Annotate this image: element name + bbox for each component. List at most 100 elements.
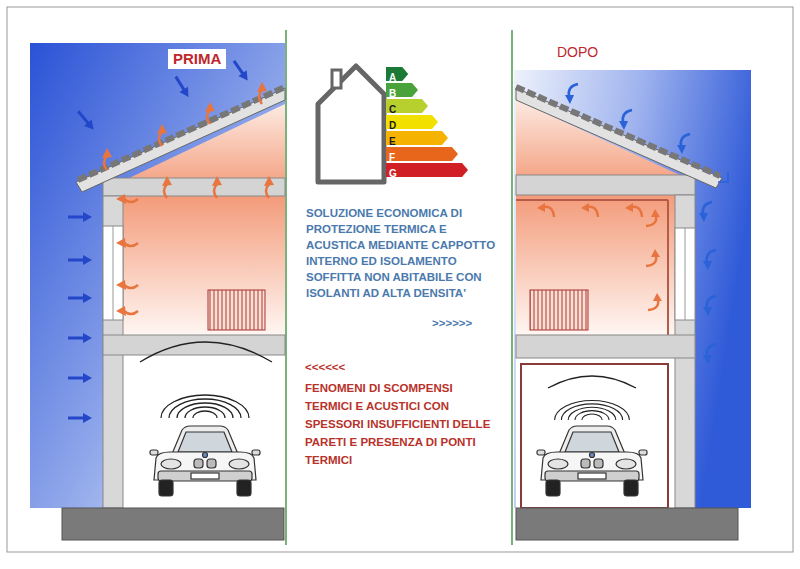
window — [685, 228, 686, 320]
energy-class-bar: D — [386, 115, 438, 129]
heat-arrow — [102, 82, 274, 316]
panel-title-box: PRIMA — [168, 49, 226, 69]
cold-arrow — [68, 333, 92, 343]
car — [150, 426, 260, 496]
heat-arrow — [625, 203, 642, 217]
roof — [76, 88, 285, 192]
description-text-box: FENOMENI DI SCOMPENSI TERMICI E ACUSTICI… — [305, 379, 503, 469]
roof-tiles — [516, 87, 720, 176]
heat-arrow — [116, 194, 138, 204]
car — [537, 426, 647, 496]
floor-slab — [516, 335, 695, 358]
energy-class-letter: B — [386, 87, 396, 101]
description-text: FENOMENI DI SCOMPENSI TERMICI E ACUSTICI… — [305, 379, 503, 469]
cold-arrow — [703, 296, 716, 316]
heat-arrow — [537, 203, 662, 310]
garage — [516, 358, 675, 508]
heat-arrow — [646, 209, 660, 226]
cold-arrow — [68, 212, 92, 222]
description-text-box: SOLUZIONE ECONOMICA DI PROTEZIONE TERMIC… — [306, 205, 508, 301]
heat-arrow — [537, 203, 554, 217]
heat-arrow — [157, 124, 167, 146]
sky — [514, 70, 751, 508]
cold-arrow — [703, 250, 716, 270]
floor-slab — [103, 335, 285, 355]
window — [675, 228, 695, 320]
energy-class-bar: A — [386, 67, 408, 81]
energy-class-letter: E — [386, 135, 396, 149]
cold-arrow — [68, 58, 252, 423]
ceiling-slab — [103, 178, 285, 196]
heat-arrow — [102, 148, 112, 170]
house-after — [514, 70, 751, 540]
cold-arrow — [677, 134, 690, 154]
room — [123, 196, 285, 335]
energy-label-house — [318, 66, 384, 182]
sound-wave — [548, 376, 636, 388]
attic — [125, 104, 285, 180]
energy-class-bar: C — [386, 99, 428, 113]
foundation — [62, 508, 284, 540]
energy-class-bar: G — [386, 163, 468, 177]
ceiling-slab — [516, 175, 695, 195]
heat-arrow — [257, 82, 267, 104]
description-text: SOLUZIONE ECONOMICA DI PROTEZIONE TERMIC… — [306, 205, 508, 301]
divider-line — [285, 30, 287, 545]
energy-class-bar: E — [386, 131, 448, 145]
direction-arrows: >>>>>> — [432, 317, 472, 331]
garage — [123, 355, 285, 508]
energy-class-bar: F — [386, 147, 458, 161]
window — [113, 226, 114, 320]
heat-arrow — [162, 176, 172, 198]
sky — [30, 43, 285, 508]
heat-arrow — [116, 238, 138, 248]
heat-arrow — [264, 176, 274, 198]
cold-arrow — [68, 413, 92, 423]
panel-title-box: DOPO — [552, 43, 603, 62]
cold-arrow — [565, 84, 578, 104]
cold-arrow — [68, 293, 92, 303]
insulation — [521, 364, 668, 508]
sound-wave — [555, 400, 630, 420]
energy-class-letter: A — [386, 71, 396, 85]
insulation — [516, 199, 668, 201]
house-before — [30, 43, 285, 540]
panel-title: DOPO — [557, 44, 598, 61]
cold-arrow — [699, 202, 712, 222]
foundation — [516, 508, 738, 540]
cold-arrow — [68, 255, 92, 265]
cold-arrow — [703, 344, 716, 364]
energy-class-letter: G — [386, 167, 397, 181]
gutter — [718, 172, 728, 182]
energy-label-house — [332, 70, 341, 88]
radiator — [208, 290, 265, 330]
cold-arrow — [74, 108, 97, 133]
direction-arrows-box: >>>>>> — [432, 317, 472, 331]
divider-line — [511, 30, 513, 545]
roof-tiles — [78, 87, 285, 180]
room — [516, 195, 675, 335]
heat-arrow — [648, 293, 662, 310]
cold-arrow — [619, 110, 632, 130]
cold-arrow — [565, 84, 716, 364]
direction-arrows: <<<<<< — [305, 361, 345, 375]
cold-arrow — [230, 58, 252, 83]
roof — [516, 88, 722, 188]
window — [103, 226, 123, 320]
heat-arrow — [212, 176, 222, 198]
cold-arrow — [172, 74, 193, 100]
energy-label-house — [318, 66, 384, 182]
heat-arrow — [205, 102, 215, 124]
frame — [7, 7, 793, 552]
sound-wave — [161, 395, 249, 418]
radiator — [530, 290, 588, 330]
heat-arrow — [116, 280, 138, 290]
heat-arrow — [116, 306, 138, 316]
energy-class-letter: F — [386, 151, 395, 165]
sound-wave — [140, 342, 272, 362]
energy-class-letter: C — [386, 103, 396, 117]
energy-class-letter: D — [386, 119, 396, 133]
energy-class-bar: B — [386, 83, 418, 97]
heat-arrow — [581, 203, 598, 217]
